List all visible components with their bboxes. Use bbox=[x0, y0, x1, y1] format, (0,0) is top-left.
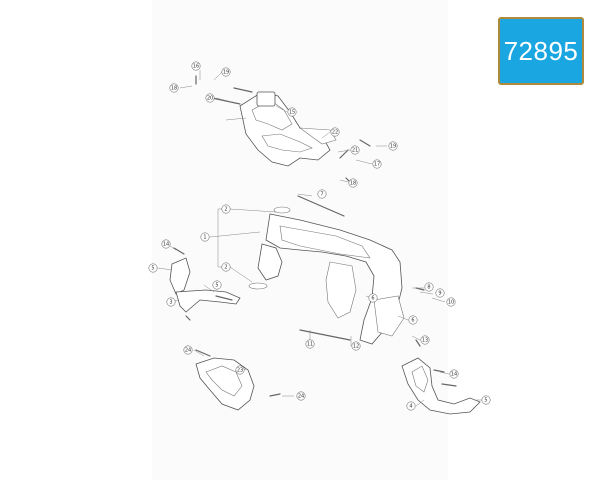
callout-19a: 19 bbox=[221, 67, 231, 77]
callout-label: 2 bbox=[224, 265, 227, 271]
callout-14b: 14 bbox=[449, 369, 459, 379]
callout-label: 14 bbox=[451, 372, 457, 378]
callout-5a: 5 bbox=[148, 263, 158, 273]
callout-20a: 20 bbox=[205, 93, 215, 103]
callout-label: 5 bbox=[484, 398, 487, 404]
callout-label: 21 bbox=[352, 148, 358, 154]
callout-label: 7 bbox=[320, 192, 323, 198]
diagram-number-badge: 72895 bbox=[498, 17, 584, 85]
callout-2b: 2 bbox=[221, 262, 231, 272]
callout-21: 21 bbox=[350, 145, 360, 155]
callout-18b: 18 bbox=[348, 178, 358, 188]
callout-label: 3 bbox=[169, 300, 172, 306]
callout-label: 11 bbox=[307, 342, 313, 348]
callout-9: 9 bbox=[435, 288, 445, 298]
callout-17: 17 bbox=[372, 159, 382, 169]
callout-label: 19 bbox=[390, 144, 396, 150]
left-footrest-bracket bbox=[169, 247, 241, 321]
callout-label: 4 bbox=[409, 404, 412, 410]
callout-22: 22 bbox=[330, 127, 340, 137]
callout-label: 6 bbox=[411, 318, 414, 324]
callout-label: 5 bbox=[215, 283, 218, 289]
callout-7: 7 bbox=[317, 189, 327, 199]
callout-label: 13 bbox=[422, 338, 428, 344]
callout-label: 10 bbox=[448, 300, 454, 306]
callout-label: 20 bbox=[207, 96, 213, 102]
upper-subframe-assembly bbox=[195, 75, 371, 185]
callout-13: 13 bbox=[420, 335, 430, 345]
callout-label: 6 bbox=[371, 296, 374, 302]
callout-4: 4 bbox=[406, 401, 416, 411]
callout-label: 5 bbox=[151, 266, 154, 272]
callout-8: 8 bbox=[424, 282, 434, 292]
callout-24a: 24 bbox=[183, 345, 193, 355]
callout-16a: 16 bbox=[191, 61, 201, 71]
callout-label: 23 bbox=[237, 368, 243, 374]
callout-6b: 6 bbox=[408, 315, 418, 325]
callout-23: 23 bbox=[235, 365, 245, 375]
callout-label: 24 bbox=[298, 394, 304, 400]
callout-label: 14 bbox=[163, 242, 169, 248]
callout-label: 9 bbox=[438, 291, 441, 297]
callout-18a: 18 bbox=[169, 83, 179, 93]
callout-19b: 19 bbox=[388, 141, 398, 151]
callout-label: 12 bbox=[353, 344, 359, 350]
callout-5c: 5 bbox=[481, 395, 491, 405]
callout-12: 12 bbox=[351, 341, 361, 351]
callout-label: 15 bbox=[289, 110, 295, 116]
callout-6a: 6 bbox=[368, 293, 378, 303]
callout-2a: 2 bbox=[221, 204, 231, 214]
callout-label: 18 bbox=[350, 181, 356, 187]
callout-3: 3 bbox=[166, 297, 176, 307]
callout-11: 11 bbox=[305, 339, 315, 349]
callout-label: 24 bbox=[185, 348, 191, 354]
callout-24b: 24 bbox=[296, 391, 306, 401]
lower-engine-guard bbox=[195, 349, 281, 411]
callout-label: 18 bbox=[171, 86, 177, 92]
callout-label: 1 bbox=[203, 235, 206, 241]
callout-label: 2 bbox=[224, 207, 227, 213]
callout-label: 19 bbox=[223, 70, 229, 76]
callout-14a: 14 bbox=[161, 239, 171, 249]
callout-label: 8 bbox=[427, 285, 430, 291]
callout-label: 17 bbox=[374, 162, 380, 168]
callout-10: 10 bbox=[446, 297, 456, 307]
callout-1: 1 bbox=[200, 232, 210, 242]
callout-15: 15 bbox=[287, 107, 297, 117]
diagram-number: 72895 bbox=[503, 35, 579, 66]
callout-labels: 16 19 18 20 15 22 21 19 17 18 7 2 1 2 14… bbox=[148, 61, 491, 411]
callout-label: 22 bbox=[332, 130, 338, 136]
callout-5b: 5 bbox=[212, 280, 222, 290]
callout-label: 16 bbox=[193, 64, 199, 70]
main-frame-assembly bbox=[248, 195, 425, 347]
